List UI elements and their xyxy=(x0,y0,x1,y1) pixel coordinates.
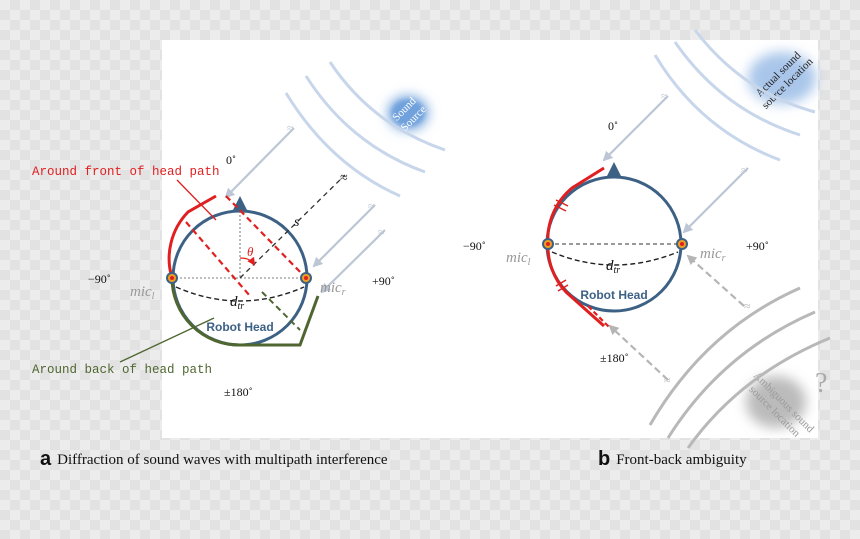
s-label: s xyxy=(294,215,300,230)
front-path-dashed xyxy=(225,195,307,279)
mic-right-a xyxy=(300,272,312,284)
panel-a-diagram: Sound Source ≈ ≈ ≈ xyxy=(32,61,446,399)
deg-0-b: 0˚ xyxy=(608,119,618,133)
mic-r-label-b: micr xyxy=(700,246,726,264)
back-path-leader xyxy=(119,317,215,363)
red-path-dashed-b xyxy=(587,305,611,329)
ambiguous-rays: ≈ ≈ xyxy=(608,254,751,387)
ambiguous-source-blob xyxy=(746,376,806,428)
svg-text:≈: ≈ xyxy=(368,199,375,213)
mic-l-label-a: micl xyxy=(130,284,155,302)
deg-neg90-b: −90˚ xyxy=(463,239,486,253)
theta-arc xyxy=(239,256,256,266)
front-path-curve xyxy=(167,194,217,279)
deg-pos90-b: +90˚ xyxy=(746,239,769,253)
robot-nose-a xyxy=(232,196,248,212)
s-break-mark: ≈ xyxy=(340,171,348,186)
back-path-label: Around back of head path xyxy=(32,363,212,377)
svg-text:≈: ≈ xyxy=(287,121,294,135)
incoming-rays-b: ≈ ≈ xyxy=(602,89,749,234)
front-path-leader xyxy=(176,179,217,221)
ambiguous-wavefronts xyxy=(648,286,831,449)
front-path-dashed-2 xyxy=(185,221,251,297)
robot-head-label-b: Robot Head xyxy=(580,288,647,302)
caption-a-letter: a xyxy=(40,448,52,470)
deg-0-a: 0˚ xyxy=(226,153,236,167)
mic-right-b xyxy=(676,238,688,250)
deg-180-a: ±180˚ xyxy=(224,385,253,399)
deg-neg90-a: −90˚ xyxy=(88,272,111,286)
dtr-label-b: dtr xyxy=(606,258,620,276)
deg-pos90-a: +90˚ xyxy=(372,274,395,288)
dtr-arc-a xyxy=(175,286,305,302)
mic-left-b xyxy=(542,238,554,250)
theta-label: θ xyxy=(247,244,254,259)
red-ticks xyxy=(553,199,569,292)
caption-b-letter: b xyxy=(598,448,611,470)
back-path-curve xyxy=(170,277,320,347)
panel-b-diagram: Actual sound source location ≈ ≈ Ambiguo… xyxy=(463,29,831,449)
svg-text:≈: ≈ xyxy=(744,299,751,313)
back-path-dashed xyxy=(261,291,301,331)
caption-b-text: Front-back ambiguity xyxy=(616,452,747,468)
wavefronts-a xyxy=(284,61,446,198)
question-mark: ? xyxy=(815,368,827,399)
deg-180-b: ±180˚ xyxy=(600,351,629,365)
caption-a: a Diffraction of sound waves with multipa… xyxy=(40,448,388,471)
caption-a-text: Diffraction of sound waves with multipat… xyxy=(57,452,388,468)
svg-text:≈: ≈ xyxy=(378,225,385,239)
dtr-arc-b xyxy=(551,251,679,266)
svg-text:≈: ≈ xyxy=(664,373,671,387)
dtr-label-a: dtr xyxy=(230,294,244,312)
caption-b: b Front-back ambiguity xyxy=(598,448,747,471)
mic-left-a xyxy=(166,272,178,284)
svg-text:≈: ≈ xyxy=(661,89,668,103)
mic-l-label-b: micl xyxy=(506,250,531,268)
robot-nose-b xyxy=(606,162,622,178)
red-path-front-b xyxy=(546,166,605,245)
sound-source-blob-core xyxy=(392,100,424,126)
s-distance-line xyxy=(239,174,346,279)
svg-text:≈: ≈ xyxy=(741,163,748,177)
front-path-label: Around front of head path xyxy=(32,165,220,179)
mic-r-label-a: micr xyxy=(320,280,346,298)
incoming-rays-a: ≈ ≈ ≈ xyxy=(224,121,386,294)
wavefronts-b xyxy=(653,29,816,162)
robot-head-label-a: Robot Head xyxy=(206,320,273,334)
